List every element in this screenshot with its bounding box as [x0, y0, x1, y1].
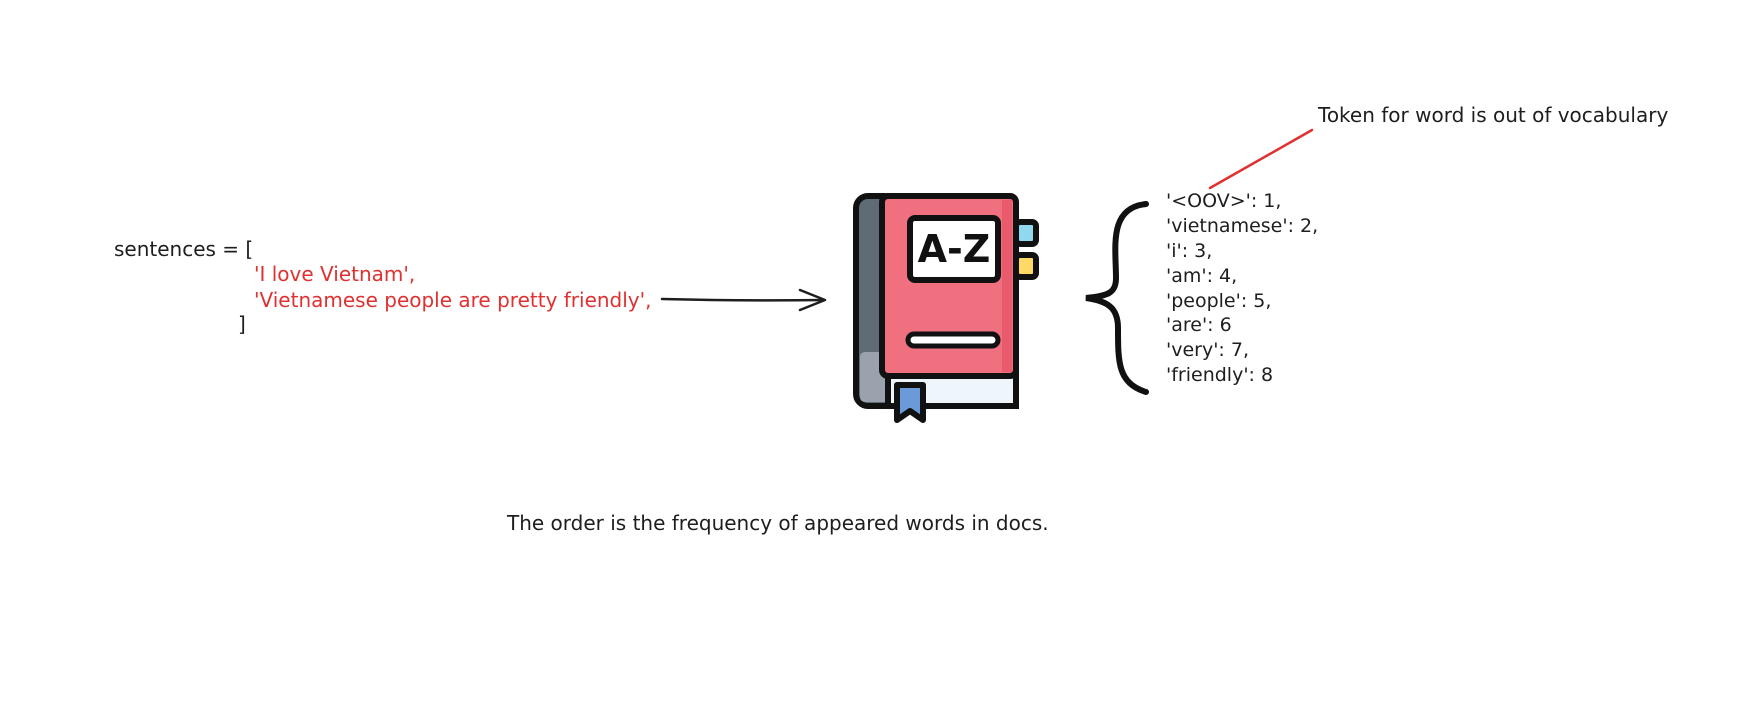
- oov-annotation: Token for word is out of vocabulary: [1318, 103, 1669, 127]
- vocabulary-entry: 'people': 5,: [1166, 290, 1272, 312]
- vocabulary-entry: 'are': 6: [1166, 314, 1232, 336]
- book-label: A-Z: [918, 227, 991, 271]
- annotation-pointer-line: [1208, 128, 1314, 190]
- curly-brace: [1085, 201, 1149, 395]
- code-open-line: sentences = [: [114, 237, 254, 261]
- vocabulary-entry: 'friendly': 8: [1166, 364, 1274, 386]
- vocabulary-entry: 'vietnamese': 2,: [1166, 215, 1319, 237]
- vocabulary-entry: 'i': 3,: [1166, 240, 1213, 262]
- flow-arrow: [660, 288, 827, 312]
- vocabulary-entry: '<OOV>': 1,: [1166, 190, 1282, 212]
- dictionary-book-icon: A-Z: [853, 193, 1039, 423]
- caption: The order is the frequency of appeared w…: [507, 511, 1049, 535]
- sentence-1: 'I love Vietnam',: [254, 262, 416, 286]
- vocabulary-entry: 'am': 4,: [1166, 265, 1238, 287]
- code-close-line: ]: [238, 312, 246, 336]
- sentence-2: 'Vietnamese people are pretty friendly',: [254, 288, 652, 312]
- vocabulary-entry: 'very': 7,: [1166, 339, 1250, 361]
